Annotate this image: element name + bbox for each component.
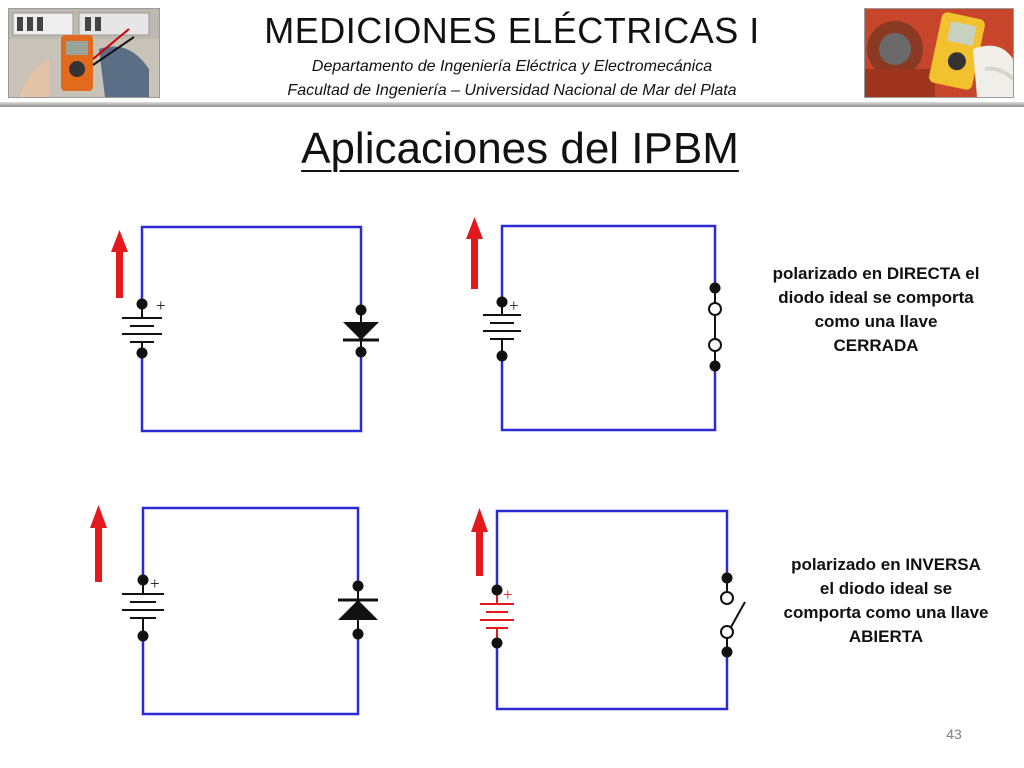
plus-sign: +	[150, 574, 160, 593]
circuit-reverse-switch: +	[471, 508, 746, 711]
plus-sign: +	[509, 296, 519, 315]
circuit-reverse-diode: +	[90, 505, 378, 716]
current-arrow	[471, 508, 488, 576]
open-switch-symbol	[720, 578, 746, 652]
terminal-dot	[491, 637, 503, 649]
terminal-dot	[721, 646, 733, 658]
terminal-dot	[709, 360, 721, 372]
terminal-dot	[496, 350, 508, 362]
circuit-wire	[500, 224, 717, 432]
caption-forward-bias: polarizado en DIRECTA el diodo ideal se …	[772, 264, 980, 355]
faculty-subtitle: Facultad de Ingeniería – Universidad Nac…	[287, 82, 737, 99]
terminal-dot	[352, 628, 364, 640]
current-arrow	[90, 505, 107, 582]
closed-switch-symbol	[708, 288, 722, 366]
plus-sign: +	[503, 585, 513, 604]
multimeter-photo-right	[864, 8, 1014, 98]
circuit-forward-switch: +	[466, 217, 722, 432]
department-subtitle: Departamento de Ingeniería Eléctrica y E…	[311, 58, 713, 75]
circuit-forward-diode: +	[111, 225, 379, 433]
header-divider	[0, 102, 1024, 107]
multimeter-photo-left	[8, 8, 160, 98]
caption-reverse-bias: polarizado en INVERSA el diodo ideal se …	[783, 555, 989, 646]
battery-symbol-red	[480, 590, 514, 643]
course-title: MEDICIONES ELÉCTRICAS I	[264, 10, 760, 51]
circuit-wire	[495, 509, 729, 711]
terminal-dot	[137, 574, 149, 586]
terminal-dot	[136, 298, 148, 310]
current-arrow	[111, 230, 128, 298]
terminal-dot	[137, 630, 149, 642]
circuit-wire	[141, 506, 360, 716]
terminal-dot	[496, 296, 508, 308]
diode-symbol	[343, 310, 379, 352]
terminal-dot	[355, 346, 367, 358]
diode-symbol-reversed	[338, 586, 378, 634]
terminal-dot	[352, 580, 364, 592]
page-number: 43	[946, 726, 962, 742]
current-arrow	[466, 217, 483, 289]
terminal-dot	[721, 572, 733, 584]
terminal-dot	[491, 584, 503, 596]
terminal-dot	[709, 282, 721, 294]
slide-title: Aplicaciones del IPBM	[301, 124, 739, 173]
terminal-dot	[136, 347, 148, 359]
circuit-wire	[140, 225, 363, 433]
plus-sign: +	[156, 296, 166, 315]
terminal-dot	[355, 304, 367, 316]
